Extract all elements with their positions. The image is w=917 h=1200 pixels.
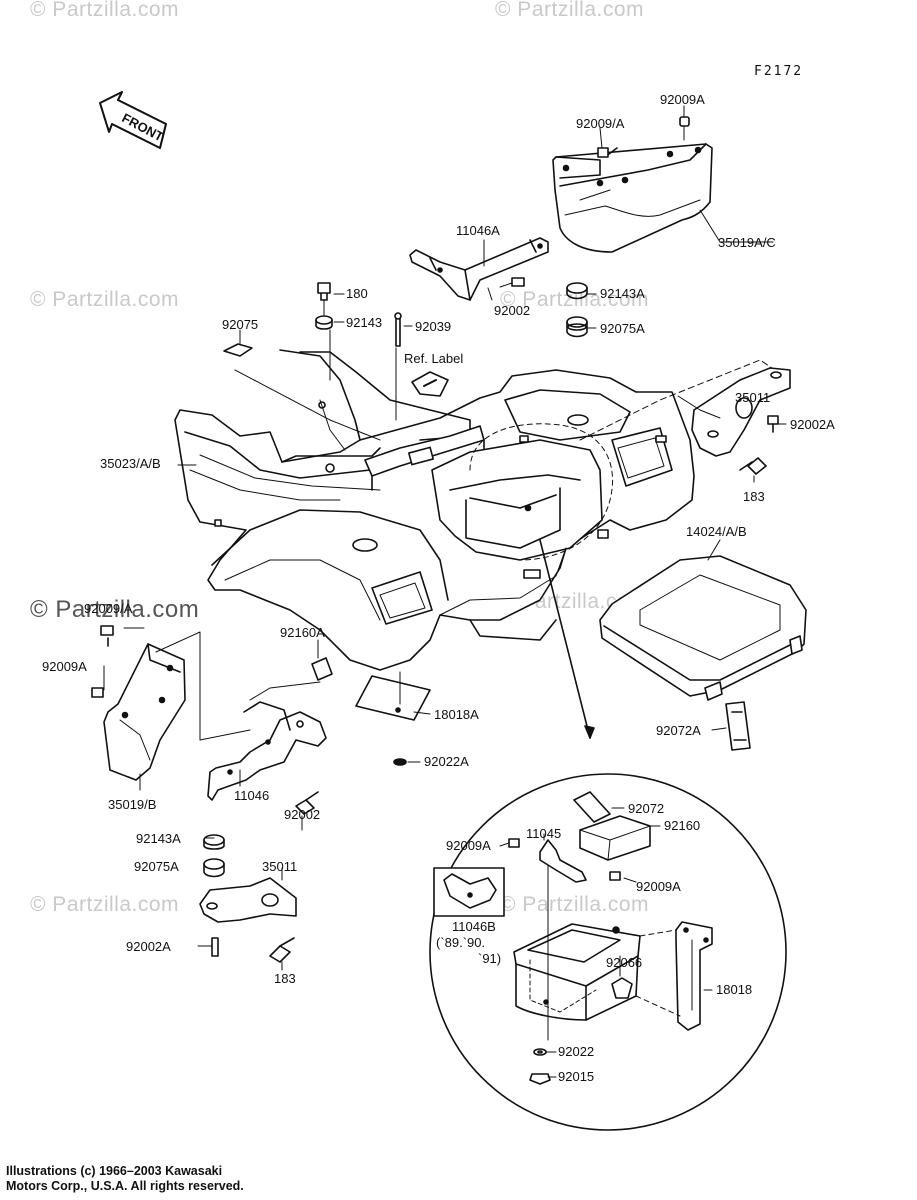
part-label: Ref. Label	[404, 351, 464, 366]
part-label: 92160A	[280, 625, 325, 640]
part-label: 92066	[606, 955, 643, 970]
watermark: © Partzilla.com	[30, 893, 180, 916]
part-label: 92002	[284, 807, 321, 822]
detail-circle	[430, 774, 786, 1130]
part-label: 92143	[346, 315, 383, 330]
part-label: 183	[274, 971, 296, 986]
bracket-35011-bot	[200, 835, 296, 962]
rear-fender-35023AB	[175, 350, 778, 670]
diagram-id: F2172	[754, 64, 804, 79]
part-label: 35011	[262, 859, 298, 874]
part-label: 35011	[735, 390, 771, 405]
part-label: 180	[346, 286, 368, 301]
part-label: `91)	[478, 951, 502, 966]
part-label: 92009A	[660, 92, 705, 107]
watermark: © Partzilla.com	[500, 288, 650, 311]
part-label: 11046B	[452, 919, 496, 934]
mudflap-35019AC	[553, 144, 712, 252]
part-label: 92143A	[136, 831, 181, 846]
part-label: 11046A	[456, 223, 500, 238]
watermark: © Partzilla.com	[30, 0, 180, 21]
part-label: 18018	[716, 982, 753, 997]
part-label: (`89.`90.	[436, 935, 486, 950]
part-label: 92002A	[790, 417, 835, 432]
part-label: 92009/A	[576, 116, 625, 131]
front-arrow-icon	[100, 92, 166, 148]
seat-lid-14024AB	[600, 556, 806, 700]
part-label: 92072	[628, 801, 665, 816]
part-label: 92022A	[424, 754, 469, 769]
watermark: © Partzilla.com	[30, 596, 200, 623]
part-label: 35019/B	[108, 797, 157, 812]
part-label: 92072A	[656, 723, 701, 738]
part-label: 92002A	[126, 939, 171, 954]
part-label: 92075	[222, 317, 259, 332]
part-label: 35023/A/B	[100, 456, 161, 471]
part-label: 18018A	[434, 707, 479, 722]
leader-lines	[104, 106, 786, 1077]
part-label: 92009A	[42, 659, 87, 674]
part-label: 92075A	[600, 321, 645, 336]
part-label: 92143A	[600, 286, 645, 301]
bracket-11046	[208, 702, 326, 800]
bracket-11046A	[410, 238, 548, 300]
bracket-35011-top	[692, 368, 790, 456]
watermark: © Partzilla.com	[30, 288, 180, 311]
part-label: 11045	[526, 826, 562, 841]
part-label: 11046	[234, 788, 270, 803]
part-label: 35019A/C	[718, 235, 776, 250]
part-label: 92160	[664, 818, 701, 833]
mudflap-35019B	[104, 644, 185, 780]
part-label: 183	[743, 489, 765, 504]
part-label: 92009/A	[84, 601, 133, 616]
watermark: © Partzilla.com	[495, 0, 645, 21]
part-label: 92009A	[446, 838, 491, 853]
watermark: © Partzilla.com	[500, 893, 650, 916]
part-label: 14024/A/B	[686, 524, 747, 539]
part-label: 92002	[494, 303, 531, 318]
part-label: 92022	[558, 1044, 595, 1059]
part-label: 92075A	[134, 859, 179, 874]
part-label: 92039	[415, 319, 452, 334]
part-label: 92015	[558, 1069, 595, 1084]
copyright-notice: Illustrations (c) 1966–2003 Kawasaki Mot…	[6, 1164, 244, 1193]
part-label: 92009A	[636, 879, 681, 894]
